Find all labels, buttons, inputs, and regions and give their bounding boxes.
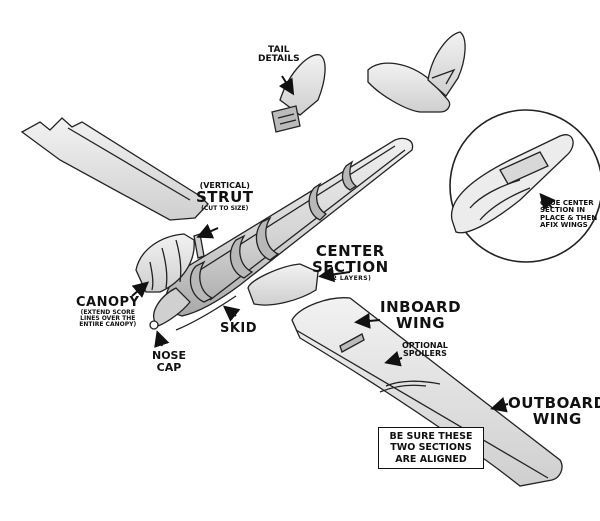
outboard-wing-line1: OUTBOARD	[508, 394, 600, 412]
label-arrows	[131, 75, 556, 413]
canopy-title: CANOPY	[76, 295, 140, 310]
tail-details-label-line2: DETAILS	[258, 54, 300, 65]
tail-details-label: TAIL DETAILS	[258, 45, 300, 65]
skid-label: SKID	[220, 321, 258, 336]
canopy-note-line2: LINES OVER THE	[80, 314, 136, 322]
strut-part	[193, 233, 205, 259]
center-section-line1: CENTER	[315, 242, 385, 260]
alignment-note-box: BE SURE THESE TWO SECTIONS ARE ALIGNED	[378, 427, 484, 470]
glue-center-note: GLUE CENTER SECTION IN PLACE & THEN AFIX…	[540, 199, 598, 230]
tail-details-part	[279, 54, 326, 116]
glue-note-line4: AFIX WINGS	[540, 221, 588, 230]
nose-cap-label: NOSE CAP	[152, 350, 186, 373]
alignment-note-line1: BE SURE THESE	[389, 431, 473, 442]
strut-title: STRUT	[196, 188, 254, 207]
fuselage-bands	[189, 160, 358, 303]
strut-cut-to-size: (CUT TO SIZE)	[201, 205, 249, 213]
nose-cap-line2: CAP	[156, 360, 182, 374]
optional-spoilers-line1: OPTIONAL	[402, 341, 448, 350]
skid-part	[175, 295, 237, 331]
left-wing	[20, 117, 209, 221]
vertical-fin	[427, 31, 466, 97]
center-section-label: CENTER SECTION (2 LAYERS)	[312, 242, 389, 282]
spoiler-part	[339, 333, 365, 353]
outboard-wing-label: OUTBOARD WING	[508, 394, 600, 428]
optional-spoilers-label: OPTIONAL SPOILERS	[402, 341, 448, 359]
canopy-note-line1: (EXTEND SCORE	[80, 308, 135, 316]
alignment-note-line3: ARE ALIGNED	[395, 453, 467, 465]
strut-vertical-text: (VERTICAL)	[199, 181, 250, 190]
optional-spoilers-line2: SPOILERS	[403, 349, 447, 359]
glue-note-line1: GLUE CENTER	[540, 199, 594, 207]
inboard-wing-line1: INBOARD	[380, 298, 462, 316]
inboard-wing-line2: WING	[396, 313, 446, 332]
center-section-layers: (2 LAYERS)	[329, 274, 372, 282]
center-section-line2: SECTION	[312, 257, 389, 276]
canopy-label: CANOPY (EXTEND SCORE LINES OVER THE ENTI…	[76, 296, 139, 329]
outboard-wing-line2: WING	[532, 409, 582, 428]
horizontal-stabilizer	[367, 62, 451, 113]
nose-cap-line1: NOSE	[152, 349, 186, 362]
strut-label: (VERTICAL) STRUT (CUT TO SIZE)	[196, 181, 254, 213]
right-wing	[291, 297, 563, 487]
tail-details-label-line1: TAIL	[268, 45, 290, 55]
inboard-wing-label: INBOARD WING	[380, 298, 462, 332]
nose-cap-part	[153, 287, 191, 327]
alignment-note-line2: TWO SECTIONS	[390, 442, 472, 454]
glue-note-line3: PLACE & THEN	[540, 213, 598, 222]
canopy-note-line3: ENTIRE CANOPY)	[79, 321, 137, 329]
glue-note-line2: SECTION IN	[540, 206, 586, 215]
center-section-part	[247, 263, 319, 306]
